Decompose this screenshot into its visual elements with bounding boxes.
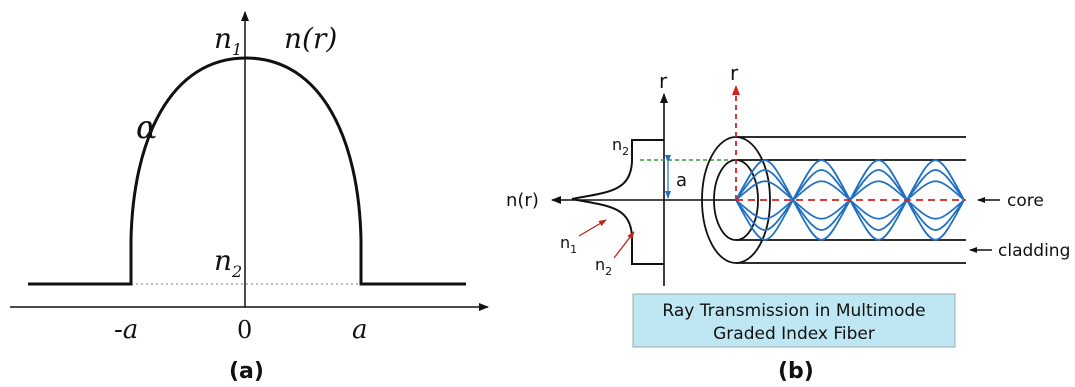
caption-b: (b)	[778, 359, 814, 384]
tick-right: a	[352, 315, 368, 345]
tick-zero: 0	[237, 316, 252, 344]
caption-a: (a)	[229, 359, 264, 384]
core-label: core	[1007, 191, 1044, 211]
nr-label: n(r)	[506, 190, 539, 211]
floor-label: n2	[214, 244, 242, 281]
curve-label: n(r)	[284, 22, 337, 55]
n1-pointer	[578, 219, 607, 237]
profile-r-label: r	[659, 69, 668, 93]
panel-b: r n(r) a n2 n1 n2	[506, 61, 1070, 384]
n1-label: n1	[560, 233, 577, 256]
index-profile-curve	[28, 56, 466, 286]
alpha-label: α	[136, 108, 158, 146]
profile-step-shape	[571, 139, 664, 265]
radius-label: a	[676, 170, 687, 191]
cladding-label: cladding	[998, 241, 1070, 261]
n2-pointer	[613, 231, 635, 259]
title-box	[632, 293, 956, 348]
title-line-2: Graded Index Fiber	[713, 324, 875, 344]
n2-top-label: n2	[612, 135, 629, 158]
panel-a: n1 n(r) α n2 -a 0 a (a)	[10, 11, 489, 384]
title-line-1: Ray Transmission in Multimode	[662, 301, 925, 321]
tick-left: -a	[114, 315, 138, 345]
fiber-r-label: r	[730, 61, 739, 85]
n2-bottom-label: n2	[595, 255, 612, 278]
peak-label: n1	[214, 22, 242, 59]
